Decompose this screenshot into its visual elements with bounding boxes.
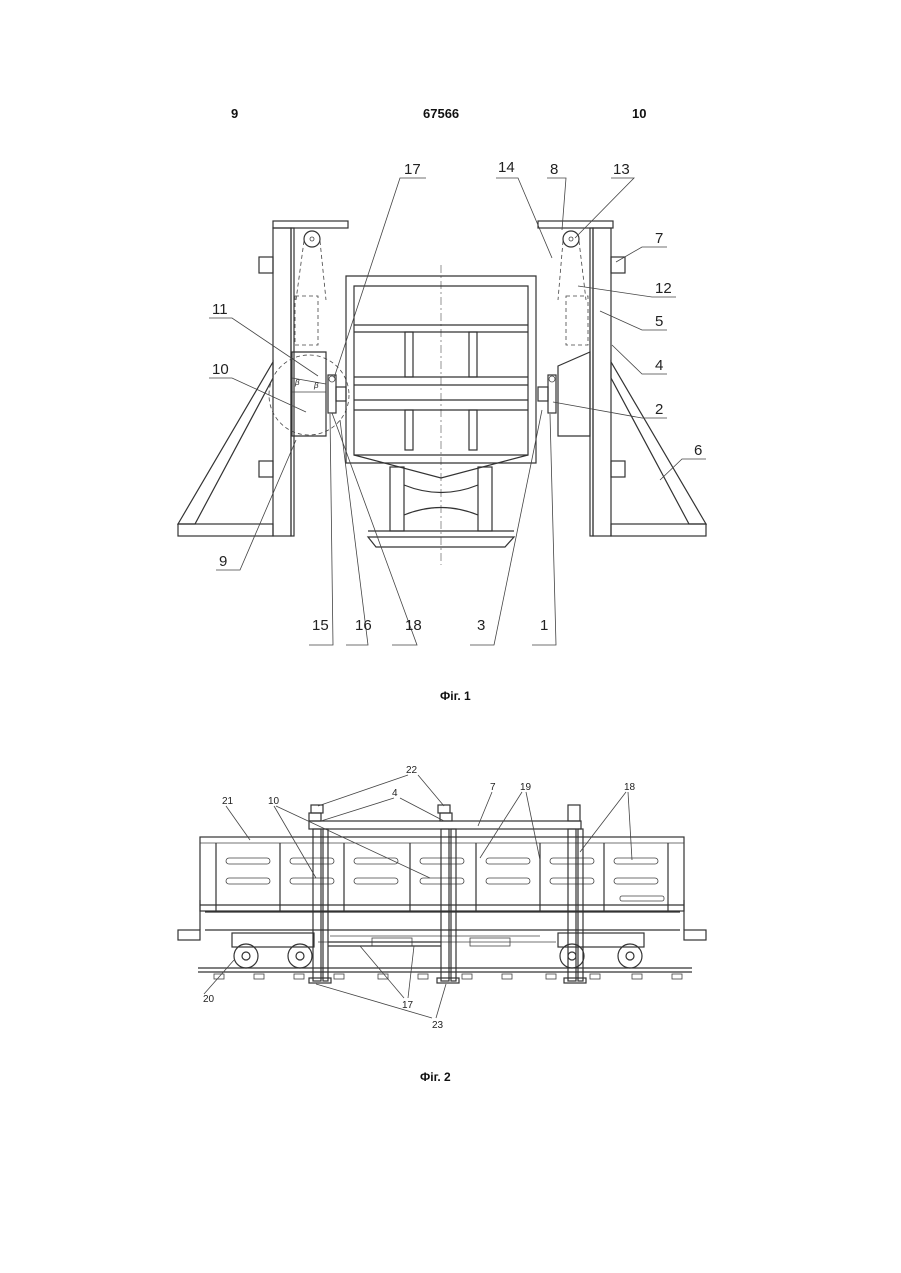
- label-10b: 10: [268, 796, 280, 807]
- label-18b: 18: [624, 782, 636, 793]
- figure-2-caption: Фіг. 2: [420, 1070, 451, 1084]
- portal-frame: [309, 805, 586, 983]
- label-22: 22: [406, 765, 418, 776]
- label-20: 20: [203, 994, 215, 1005]
- label-21: 21: [222, 796, 234, 807]
- label-19: 19: [520, 782, 532, 793]
- wagon-side-view: [178, 837, 706, 968]
- label-7b: 7: [490, 782, 496, 793]
- label-4b: 4: [392, 788, 398, 799]
- label-23: 23: [432, 1020, 444, 1031]
- label-17b: 17: [402, 1000, 414, 1011]
- figure-2-drawing: 22 4 7 19 18 21 10 20 17 23: [0, 0, 901, 1060]
